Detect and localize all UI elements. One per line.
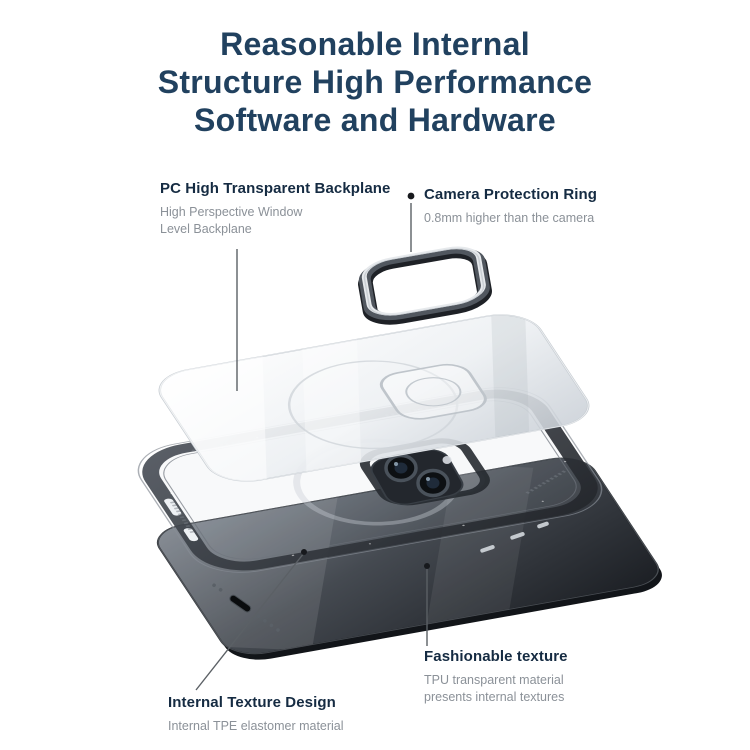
leader-dot-camera-ring <box>407 192 415 200</box>
backplane-rim-highlight <box>159 314 589 482</box>
charging-port <box>229 594 252 613</box>
page-title: Reasonable Internal Structure High Perfo… <box>0 26 750 139</box>
title-line-3: Software and Hardware <box>194 101 556 138</box>
phone-side-buttons <box>480 521 549 553</box>
case-texture-pattern <box>169 402 567 535</box>
phone-rim-highlight <box>157 457 659 655</box>
lens-highlight-1 <box>394 462 398 466</box>
annotation-internal-subtext: Internal TPE elastomer material <box>168 719 344 733</box>
annotation-fashionable: Fashionable texture TPU transparent mate… <box>424 648 568 705</box>
annotation-fashionable-subline-1: TPU transparent material <box>424 673 564 687</box>
annotation-fashionable-heading: Fashionable texture <box>424 648 568 665</box>
annotation-fashionable-subline-2: presents internal textures <box>424 689 565 704</box>
annotation-backplane: PC High Transparent Backplane High Persp… <box>160 180 390 237</box>
leader-line-internal <box>195 552 305 691</box>
backplane-magsafe-ring <box>287 360 459 450</box>
annotation-camera-ring-subtext: 0.8mm higher than the camera <box>424 211 595 225</box>
annotation-internal-heading: Internal Texture Design <box>168 694 336 711</box>
title-line-2: Structure High Performance <box>157 63 593 100</box>
speaker-dots <box>212 583 280 632</box>
annotation-camera-ring: Camera Protection Ring 0.8mm higher than… <box>424 186 597 227</box>
camera-lens-2-glass <box>426 477 440 489</box>
phone-port-details <box>212 583 280 632</box>
annotation-backplane-heading: PC High Transparent Backplane <box>160 180 391 197</box>
camera-ring-top-edge <box>363 248 485 316</box>
phone-camera-module <box>370 449 464 505</box>
leader-dot-fashionable <box>424 563 430 569</box>
backplane-camera-cutout <box>379 363 487 420</box>
annotation-backplane-subtext: High Perspective Window Level Backplane <box>160 204 390 237</box>
leader-lines <box>195 203 428 691</box>
leader-dot-internal <box>301 549 307 555</box>
case-button-slot-2 <box>183 528 199 542</box>
annotation-backplane-subline-2: Level Backplane <box>160 221 252 236</box>
lens-highlight-2 <box>426 477 430 481</box>
annotation-internal: Internal Texture Design Internal TPE ela… <box>168 694 344 735</box>
annotation-backplane-subline-1: High Perspective Window <box>160 205 303 219</box>
annotation-fashionable-subtext: TPU transparent material presents intern… <box>424 672 568 705</box>
annotation-camera-ring-heading: Camera Protection Ring <box>424 186 598 203</box>
backplane-camera-circle <box>405 377 462 407</box>
title-line-1: Reasonable Internal <box>220 26 530 62</box>
camera-lens-1-glass <box>394 462 408 474</box>
camera-ring-graphic <box>358 246 492 325</box>
camera-flash <box>442 456 452 464</box>
